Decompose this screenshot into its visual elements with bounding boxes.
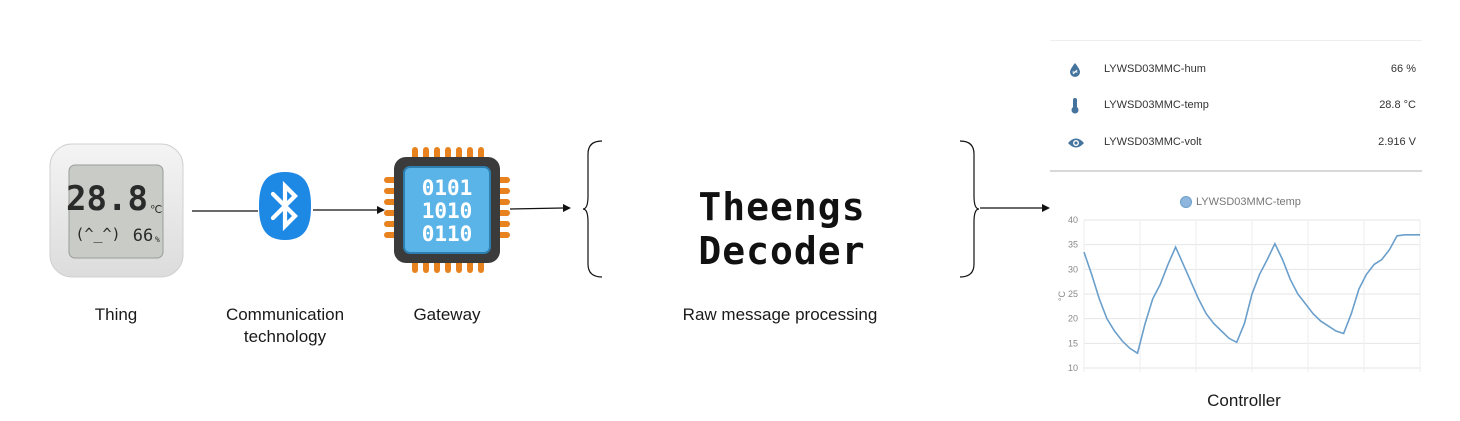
panel-divider xyxy=(1050,170,1422,172)
thing-sensor-device: 28.8 ℃ (^_^) 66 % xyxy=(49,143,184,278)
thing-display-temp: 28.8 xyxy=(66,179,148,219)
chart-ytick-label: 30 xyxy=(1068,264,1078,274)
chip-bits-row-3: 0110 xyxy=(422,222,473,246)
decoder-title: Theengs Decoder xyxy=(698,185,866,273)
sensor-panel: LYWSD03MMC-hum 66 % LYWSD03MMC-temp 28.8… xyxy=(1050,40,1422,171)
chip-icon: 0101 1010 0110 xyxy=(382,145,512,275)
decoder-left-brace xyxy=(582,140,603,278)
sensor-row-temp[interactable]: LYWSD03MMC-temp 28.8 °C xyxy=(1068,98,1416,115)
chart-y-ticks: 10 15 20 25 30 35 40 xyxy=(1068,215,1078,373)
thermometer-icon xyxy=(1071,98,1079,114)
chart-ytick-label: 25 xyxy=(1068,289,1078,299)
thing-display-face: (^_^) xyxy=(75,225,120,243)
thing-display-unit: ℃ xyxy=(150,203,162,216)
gateway-caption: Gateway xyxy=(413,305,481,324)
chart-ylabel: °C xyxy=(1057,290,1067,301)
decoder-right-brace xyxy=(959,140,980,278)
temperature-chart: 10 15 20 25 30 35 40 °C xyxy=(1057,215,1421,373)
chart-ytick-label: 40 xyxy=(1068,215,1078,225)
arrow-comm-to-gateway xyxy=(313,206,385,214)
sensor-row-temp-name: LYWSD03MMC-temp xyxy=(1104,99,1209,111)
communication-caption: Communication technology xyxy=(205,304,365,348)
chart-legend[interactable]: LYWSD03MMC-temp xyxy=(1180,196,1340,210)
sensor-row-hum[interactable]: LYWSD03MMC-hum 66 % xyxy=(1068,63,1416,79)
eye-icon xyxy=(1068,138,1084,148)
sensor-row-volt-name: LYWSD03MMC-volt xyxy=(1104,136,1202,148)
chart-ytick-label: 20 xyxy=(1068,314,1078,324)
thing-caption: Thing xyxy=(94,305,138,324)
chip-bits-row-2: 1010 xyxy=(422,199,473,223)
chart-ytick-label: 10 xyxy=(1068,363,1078,373)
bluetooth-icon xyxy=(257,170,313,242)
chip-bits-row-1: 0101 xyxy=(422,176,473,200)
arrow-decoder-to-controller xyxy=(980,204,1050,212)
sensor-row-volt[interactable]: LYWSD03MMC-volt 2.916 V xyxy=(1068,136,1416,152)
communication-caption-line1: Communication xyxy=(225,305,345,324)
arrow-gateway-to-decoder xyxy=(510,204,571,212)
water-drop-icon xyxy=(1070,63,1080,77)
sensor-row-volt-value: 2.916 V xyxy=(1378,136,1416,148)
sensor-row-temp-value: 28.8 °C xyxy=(1379,99,1416,111)
thing-display-hum: 66 xyxy=(133,226,153,246)
thing-display-hum-unit: % xyxy=(155,235,160,244)
legend-label: LYWSD03MMC-temp xyxy=(1196,196,1301,208)
chart-ytick-label: 15 xyxy=(1068,338,1078,348)
controller-caption: Controller xyxy=(1207,391,1281,410)
communication-caption-line2: technology xyxy=(243,327,327,346)
chart-series-line xyxy=(1083,234,1420,355)
sensor-row-hum-value: 66 % xyxy=(1390,63,1416,75)
decoder-caption: Raw message processing xyxy=(682,305,878,324)
chart-ytick-label: 35 xyxy=(1068,240,1078,250)
sensor-row-hum-name: LYWSD03MMC-hum xyxy=(1104,63,1206,75)
legend-swatch xyxy=(1180,196,1192,208)
arrow-thing-to-comm xyxy=(192,210,258,212)
